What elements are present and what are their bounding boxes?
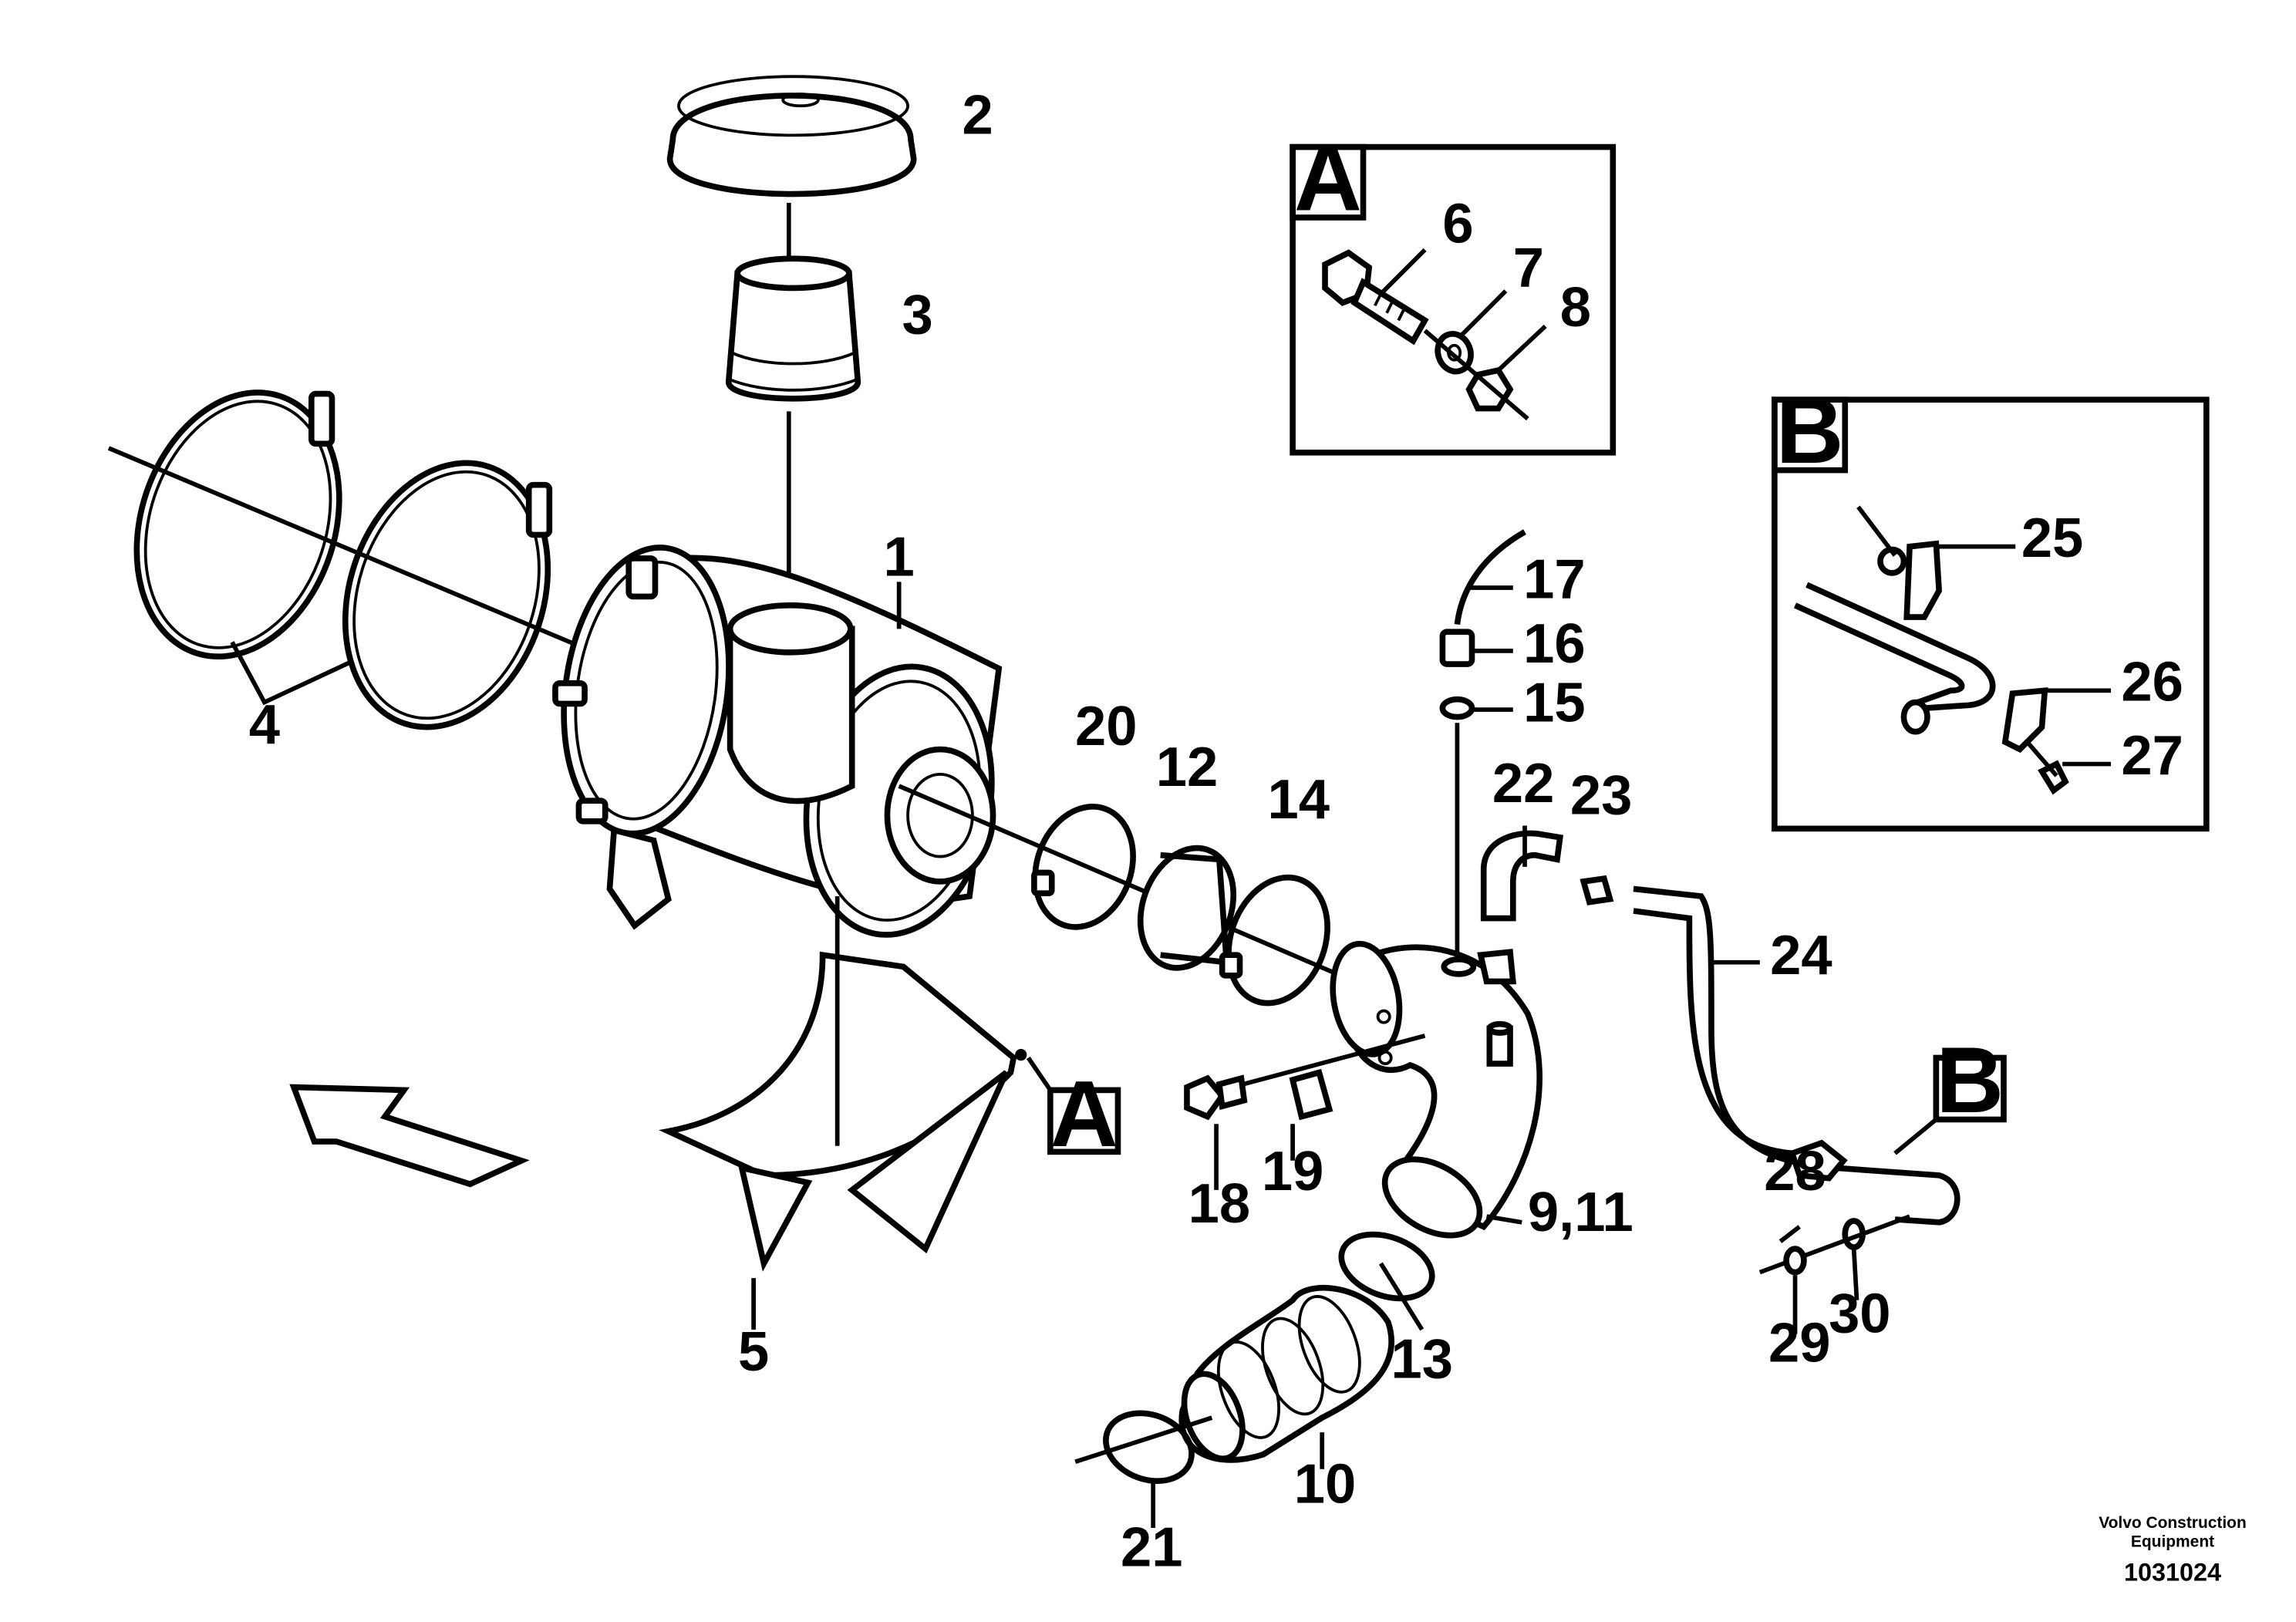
detail-b-letter: B xyxy=(1776,378,1844,483)
part-label-26: 26 xyxy=(2121,651,2183,713)
drawing-number: 1031024 xyxy=(2124,1559,2221,1587)
pressure-sensor-stack xyxy=(1439,529,1526,963)
vent-pipe xyxy=(1477,825,1961,1226)
part-label-24: 24 xyxy=(1770,924,1832,986)
part-label-14: 14 xyxy=(1267,768,1330,831)
company-name-line2: Equipment xyxy=(2131,1533,2214,1551)
part-label-7: 7 xyxy=(1513,237,1544,299)
company-name-line1: Volvo Construction xyxy=(2099,1514,2247,1532)
bolt-and-spacer xyxy=(1184,1034,1426,1190)
hose-and-clamps xyxy=(1074,1231,1435,1528)
part-label-27: 27 xyxy=(2121,724,2183,787)
part-label-23: 23 xyxy=(1570,764,1633,826)
part-label-12: 12 xyxy=(1156,736,1219,798)
part-label-9-11: 9,11 xyxy=(1528,1181,1633,1243)
part-label-30: 30 xyxy=(1829,1283,1891,1345)
part-label-6: 6 xyxy=(1442,192,1473,255)
part-number-labels: 1 2 3 4 5 6 7 8 9,11 10 12 13 14 15 16 1… xyxy=(249,83,2183,1578)
part-label-19: 19 xyxy=(1262,1140,1324,1202)
callout-b-letter: B xyxy=(1936,1027,2004,1132)
part-label-18: 18 xyxy=(1188,1172,1250,1235)
detail-a-callout: A xyxy=(1015,1049,1121,1166)
air-filter-housing xyxy=(552,545,1003,938)
airflow-direction-arrow xyxy=(289,1084,530,1188)
detail-b-clip-and-pipe xyxy=(1793,505,2112,795)
housing-clamps xyxy=(107,389,582,730)
part-label-25: 25 xyxy=(2021,507,2084,569)
part-label-8: 8 xyxy=(1560,276,1591,339)
part-label-1: 1 xyxy=(884,526,915,588)
precleaner-cap xyxy=(666,75,917,262)
part-label-20: 20 xyxy=(1075,695,1138,757)
part-label-5: 5 xyxy=(738,1320,769,1383)
filter-shield xyxy=(659,895,1017,1330)
intake-clamps-and-sleeve xyxy=(1031,804,1330,1007)
detail-box-b: B xyxy=(1772,378,2210,832)
callout-a-letter: A xyxy=(1050,1061,1118,1166)
detail-a-bolt xyxy=(1322,248,1547,421)
detail-a-letter: A xyxy=(1294,125,1362,230)
part-label-10: 10 xyxy=(1294,1453,1357,1516)
part-label-2: 2 xyxy=(963,83,993,146)
drawing-footer: Volvo Construction Equipment 1031024 xyxy=(2099,1514,2247,1587)
part-label-3: 3 xyxy=(902,283,932,346)
inlet-tube xyxy=(725,255,861,615)
part-label-17: 17 xyxy=(1523,548,1586,610)
part-label-16: 16 xyxy=(1523,612,1586,675)
part-label-13: 13 xyxy=(1391,1328,1453,1391)
part-label-4: 4 xyxy=(249,693,280,756)
part-label-29: 29 xyxy=(1768,1312,1831,1374)
elbow-pipe xyxy=(1330,940,1542,1239)
part-label-21: 21 xyxy=(1121,1516,1183,1579)
detail-box-a: A xyxy=(1290,125,1617,456)
part-label-22: 22 xyxy=(1492,752,1555,814)
detail-b-callout: B xyxy=(1893,1027,2007,1155)
bracket-fasteners xyxy=(1758,1214,1911,1334)
part-label-28: 28 xyxy=(1764,1140,1826,1202)
part-label-15: 15 xyxy=(1523,671,1586,733)
